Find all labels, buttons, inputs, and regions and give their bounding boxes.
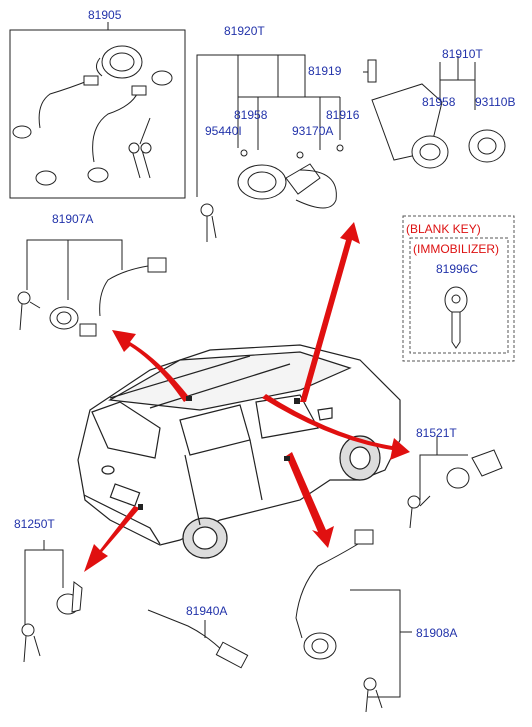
- label-81920T: 81920T: [224, 24, 265, 38]
- vehicle-illustration: [77, 344, 401, 559]
- kit-81905: [9, 22, 186, 199]
- label-93170A: 93170A: [292, 124, 334, 138]
- arrow-81908A: [286, 452, 334, 548]
- arrow-81920T: [300, 222, 360, 402]
- label-95440I: 95440I: [205, 124, 242, 138]
- label-81905: 81905: [88, 8, 122, 22]
- label-81908A: 81908A: [416, 626, 458, 640]
- label-81521T: 81521T: [416, 426, 457, 440]
- pointer-arrows: [84, 222, 410, 572]
- label-81919: 81919: [308, 64, 342, 78]
- label-81910T: 81910T: [442, 47, 483, 61]
- arrow-81907A: [112, 330, 190, 402]
- vehicle-markers: [138, 396, 300, 510]
- blank-key-box: [402, 215, 515, 362]
- blank-key-note: (BLANK KEY): [406, 222, 481, 236]
- label-81996C: 81996C: [436, 262, 479, 276]
- label-81958-a: 81958: [234, 108, 268, 122]
- group-81907A: [17, 239, 167, 337]
- label-93110B: 93110B: [475, 95, 516, 109]
- group-81910T: [363, 56, 506, 169]
- label-81907A: 81907A: [52, 212, 94, 226]
- group-81250T: [21, 540, 83, 663]
- part-81940A: [147, 609, 249, 669]
- label-81250T: 81250T: [14, 517, 55, 531]
- arrow-81250T: [84, 506, 140, 572]
- group-81521T: [407, 436, 503, 529]
- arrow-81521T: [262, 394, 410, 460]
- label-81958-b: 81958: [422, 95, 456, 109]
- group-81920T: [196, 54, 344, 242]
- group-81908A: [295, 529, 412, 713]
- immobilizer-note: (IMMOBILIZER): [413, 242, 499, 256]
- label-81916: 81916: [326, 108, 360, 122]
- blank-key: [444, 286, 468, 349]
- label-81940A: 81940A: [186, 604, 228, 618]
